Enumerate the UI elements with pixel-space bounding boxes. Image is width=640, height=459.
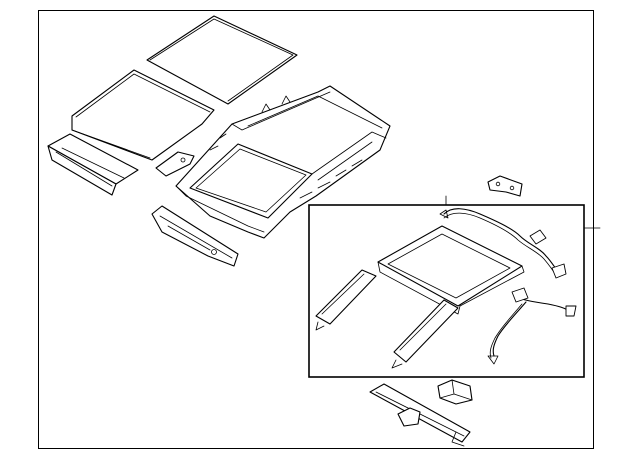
small-bracket-top-right — [487, 175, 523, 197]
roof-frame-with-sunroof-opening — [175, 85, 391, 239]
drain-hose-rear — [487, 287, 577, 365]
outer-roof-panel-front — [71, 69, 215, 161]
diagram-border — [38, 10, 594, 449]
sunroof-motor — [437, 379, 473, 405]
sunroof-side-rail-left — [315, 269, 377, 331]
rear-header-rail — [151, 205, 239, 267]
sunroof-frame-assembly — [377, 225, 525, 315]
outer-roof-panel-rear — [146, 15, 298, 105]
front-reinforcement-bracket — [155, 151, 195, 177]
sunroof-side-rail-right — [391, 299, 459, 369]
drain-hose-front — [439, 208, 567, 279]
motor-clip — [397, 407, 421, 427]
front-header-rail — [47, 133, 139, 196]
